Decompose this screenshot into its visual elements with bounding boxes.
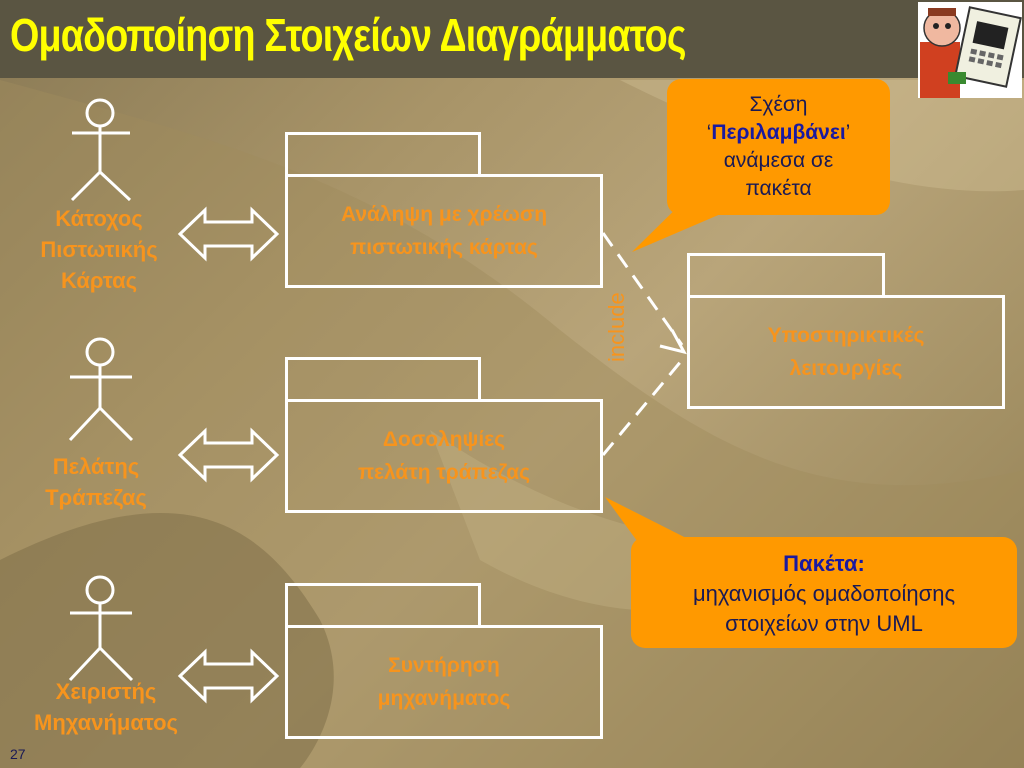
package-3-label: Συντήρηση μηχανήματος (377, 654, 511, 710)
package-4-tab (687, 253, 885, 298)
double-arrow-1 (177, 206, 280, 262)
actor-1-stick-figure (70, 98, 132, 202)
double-arrow-2 (177, 427, 280, 483)
package-2-tab (285, 357, 481, 402)
quote-open: ‘ (706, 121, 712, 144)
callout-bottom-pointer (605, 497, 700, 545)
package-bank-customer-transactions: Δοσοληψίες πελάτη τράπεζας (285, 399, 603, 513)
callout-include-relation: Σχέση ‘Περιλαμβάνει’ ανάμεσα σε πακέτα (667, 79, 890, 215)
callout-top-line: πακέτα (745, 177, 812, 200)
include-dependency-1 (601, 232, 684, 346)
actor-3-stick-figure (68, 575, 134, 682)
actor-2-stick-figure (68, 337, 134, 442)
package-3-tab (285, 583, 481, 628)
package-credit-card-withdrawal: Ανάληψη με χρέωση πιστωτικής κάρτας (285, 174, 603, 288)
callout-bottom-line: μηχανισμός ομαδοποίησης (692, 581, 956, 606)
actor-label-line: Πελάτης (52, 454, 140, 479)
actor-label-cardholder: Κάτοχος Πιστωτικής Κάρτας (24, 203, 174, 296)
callout-bottom-bold: Πακέτα: (783, 551, 865, 576)
package-4-label: Υποστηρικτικές λειτουργίες (767, 324, 925, 380)
callout-top-bold: Περιλαμβάνει (711, 121, 846, 144)
callout-packages: Πακέτα: μηχανισμός ομαδοποίησης στοιχείω… (631, 537, 1017, 648)
page-number: 27 (10, 746, 26, 762)
actor-label-machine-operator: Χειριστής Μηχανήματος (6, 676, 206, 738)
quote-close: ’ (845, 121, 851, 144)
actor-label-bank-customer: Πελάτης Τράπεζας (16, 451, 176, 513)
actor-label-line: Κάρτας (60, 268, 138, 293)
include-dependency-2 (601, 359, 684, 456)
actor-label-line: Μηχανήματος (34, 710, 178, 735)
package-machine-maintenance: Συντήρηση μηχανήματος (285, 625, 603, 739)
package-support-functions: Υποστηρικτικές λειτουργίες (687, 295, 1005, 409)
include-label: include (604, 292, 629, 362)
include-arrowhead (659, 329, 687, 355)
double-arrow-3 (177, 648, 280, 704)
package-1-label: Ανάληψη με χρέωση πιστωτικής κάρτας (340, 203, 548, 259)
callout-bottom-line: στοιχείων στην UML (725, 611, 923, 636)
actor-label-line: Τράπεζας (45, 485, 147, 510)
package-1-tab (285, 132, 481, 177)
callout-top-line: ανάμεσα σε (723, 149, 834, 172)
actor-label-line: Χειριστής (55, 679, 157, 704)
package-2-label: Δοσοληψίες πελάτη τράπεζας (357, 428, 531, 484)
slide-title: Ομαδοποίηση Στοιχείων Διαγράμματος (10, 9, 687, 61)
title-bar (0, 0, 1024, 78)
actor-label-line: Κάτοχος (55, 206, 143, 231)
person-at-computer-clipart (918, 2, 1022, 98)
callout-top-bold-line: ‘Περιλαμβάνει’ (667, 119, 890, 147)
callout-top-line: Σχέση (749, 93, 808, 116)
actor-label-line: Πιστωτικής (40, 237, 158, 262)
